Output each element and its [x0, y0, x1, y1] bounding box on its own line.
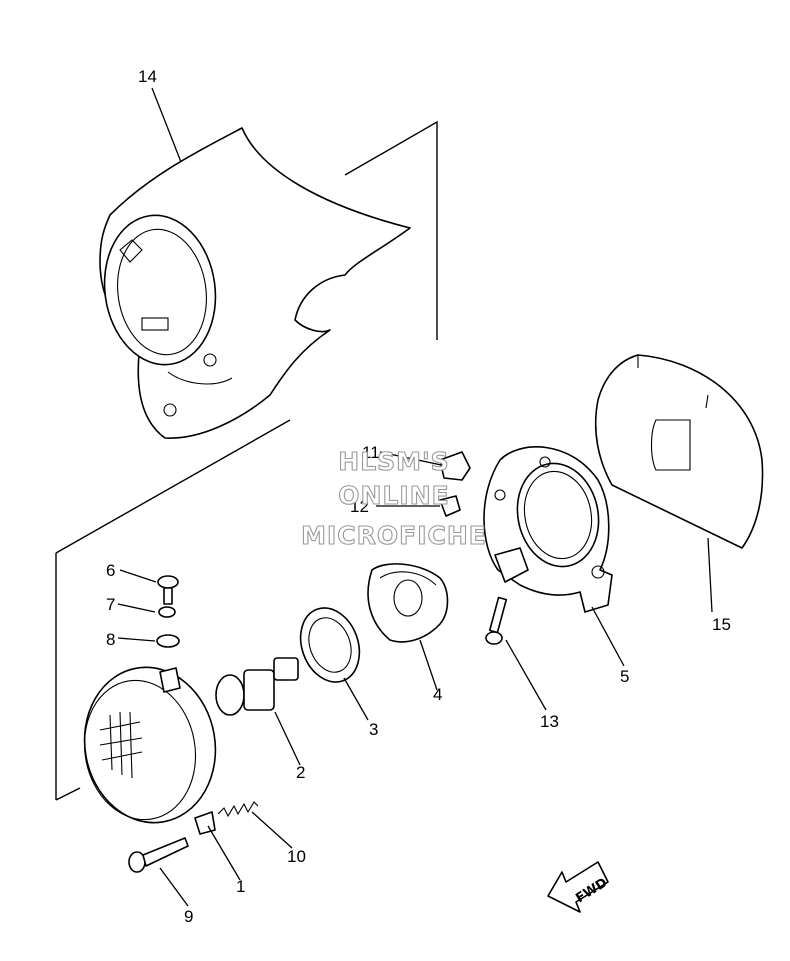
watermark: HLSM'S ONLINE MICROFICHE	[301, 446, 487, 550]
callout-labels: 14 15 5 4 3 2 1 10 9 6 7 8 13 11 12	[106, 67, 731, 926]
callout-13: 13	[540, 712, 559, 731]
bulb	[215, 657, 299, 716]
callout-11: 11	[362, 443, 380, 462]
callout-12: 12	[350, 497, 369, 516]
screw-13	[485, 596, 508, 645]
callout-2: 2	[296, 763, 305, 782]
callout-4: 4	[433, 685, 442, 704]
lock-washer	[158, 606, 176, 618]
callout-3: 3	[369, 720, 378, 739]
watermark-line-1: HLSM'S	[338, 447, 449, 476]
callout-5: 5	[620, 667, 629, 686]
screw-6	[157, 575, 179, 605]
callout-9: 9	[184, 907, 193, 926]
headlight-cowl	[99, 127, 411, 439]
watermark-line-2: ONLINE	[338, 481, 449, 510]
mounting-plane	[55, 120, 438, 801]
callout-6: 6	[106, 561, 115, 580]
callout-8: 8	[106, 630, 115, 649]
fwd-arrow-icon: FWD	[547, 861, 610, 913]
callout-7: 7	[106, 595, 115, 614]
flat-washer	[156, 634, 180, 648]
clip-nut	[439, 451, 471, 481]
gasket-plate	[594, 354, 764, 549]
callout-1: 1	[236, 877, 245, 896]
screw-9	[128, 837, 189, 873]
callout-10: 10	[287, 847, 306, 866]
headlight-unit	[83, 666, 217, 835]
callout-15: 15	[712, 615, 731, 634]
callout-14: 14	[138, 67, 157, 86]
spring	[217, 801, 259, 818]
retaining-ring	[299, 607, 361, 683]
socket-housing	[367, 563, 449, 643]
leader-lines	[117, 87, 713, 907]
watermark-line-3: MICROFICHE	[301, 521, 487, 550]
bracket-ring	[483, 446, 613, 613]
clip	[439, 495, 461, 517]
